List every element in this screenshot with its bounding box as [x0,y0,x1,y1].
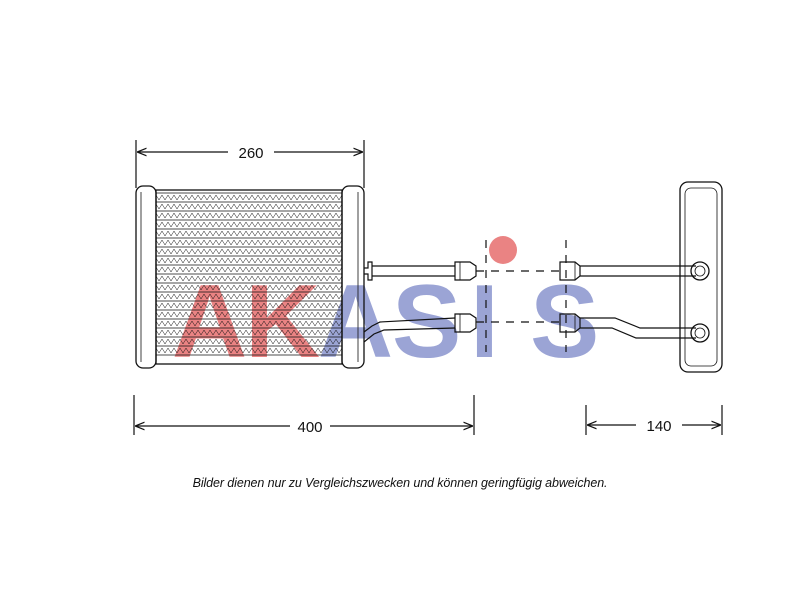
core-fin-zigzag [155,266,343,273]
dimension-label-core-width: 260 [238,145,263,162]
core-fin-zigzag [155,212,343,219]
core-fin-zigzag [155,311,343,318]
side-plate-outer [679,181,723,373]
dimension-total-length [133,395,475,435]
core-fin-zigzag [155,284,343,291]
core-fin-zigzag [155,230,343,237]
disclaimer-caption: Bilder dienen nur zu Vergleichszwecken u… [192,476,608,490]
core-fin-zigzag [155,221,343,228]
watermark-letter-s: S [392,264,461,380]
core-body [155,189,343,365]
brand-watermark: A K A S I S [172,236,599,380]
lower-port [690,323,710,343]
core-fin-zigzag [155,293,343,300]
heater-core [135,185,365,369]
core-fin-zigzag [155,194,343,201]
core-fin-zigzag [155,203,343,210]
core-fin-zigzag [155,347,343,354]
core-fin-zigzag [155,275,343,282]
core-fin-zigzag [155,320,343,327]
dimension-core-width [135,140,365,188]
core-fin-zigzag [155,329,343,336]
core-fin-zigzag [155,248,343,255]
left-tank [135,185,157,369]
side-view [679,181,723,373]
core-fin-zigzag [155,239,343,246]
dimension-side-depth [585,405,723,435]
core-fin-zigzag [155,257,343,264]
side-plate-inner [684,187,718,367]
dimension-label-side-depth: 140 [646,418,671,435]
watermark-dot [489,236,517,264]
pipes [363,240,696,352]
core-fins [155,192,343,356]
upper-port [690,261,710,281]
core-fin-zigzag [155,302,343,309]
core-fin-zigzag [155,338,343,345]
dimension-label-total-length: 400 [297,419,322,436]
